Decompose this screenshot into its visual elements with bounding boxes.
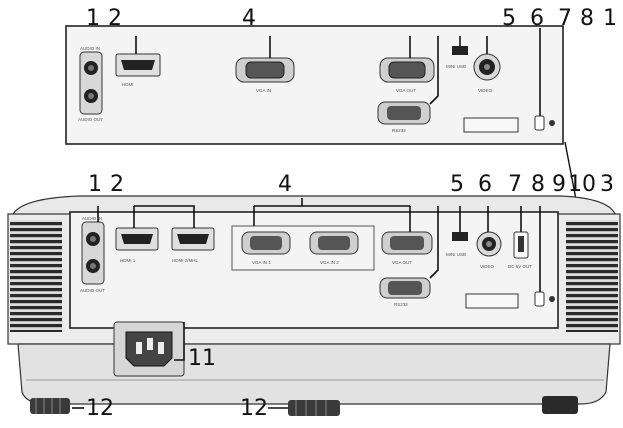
label-audio-in: AUDIO IN	[80, 46, 100, 51]
label-vga-in: VGA IN	[256, 88, 271, 93]
label-mini-usb: MINI USB	[446, 64, 466, 69]
b-callout-12-center: 12	[240, 396, 268, 421]
top-callout-2: 2	[108, 6, 122, 31]
b-callout-12-left: 12	[86, 396, 114, 421]
adjustable-feet	[30, 396, 578, 416]
bottom-leader-lines	[72, 198, 541, 409]
label-vga-out: VGA OUT	[396, 88, 416, 93]
b-lock-icon	[549, 296, 555, 302]
b-callout-1: 1	[88, 172, 102, 197]
b-label-audio-out: AUDIO OUT	[80, 288, 105, 293]
b-callout-10: 10	[568, 172, 596, 197]
b-callout-11: 11	[188, 346, 216, 371]
b-label-mini-usb: MINI USB	[446, 252, 466, 257]
label-rs232: RS232	[392, 128, 406, 133]
b-label-video: VIDEO	[480, 264, 495, 269]
b-callout-3: 3	[600, 172, 614, 197]
top-leader-lines	[135, 28, 541, 116]
top-vga-in-port: VGA IN	[235, 57, 295, 93]
top-blank-plate	[463, 117, 519, 133]
bottom-ports: AUDIO IN AUDIO OUT HDMI 1 HDMI 2/MHL VGA…	[80, 216, 555, 309]
b-label-hdmi1: HDMI 1	[120, 258, 136, 263]
top-hdmi-port: HDMI	[115, 53, 161, 87]
top-lock-icon	[549, 120, 555, 126]
top-callout-7: 7	[558, 6, 572, 31]
top-audio-ports: AUDIO IN AUDIO OUT	[78, 46, 103, 122]
b-label-rs232: RS232	[394, 302, 408, 307]
b-callout-9: 9	[552, 172, 566, 197]
b-callout-5: 5	[450, 172, 464, 197]
b-kensington-slot	[534, 291, 545, 307]
top-video-port: VIDEO	[473, 53, 501, 93]
b-label-vga-out: VGA OUT	[392, 260, 412, 265]
top-callout-4: 4	[242, 6, 256, 31]
top-mini-usb-port: MINI USB	[446, 46, 468, 69]
top-callout-1: 1	[86, 6, 100, 31]
top-rs232-port: RS232	[377, 101, 431, 133]
label-audio-out: AUDIO OUT	[78, 117, 103, 122]
top-callout-1b: 1	[603, 6, 617, 31]
b-callout-4: 4	[278, 172, 292, 197]
b-label-audio-in: AUDIO IN	[82, 216, 102, 221]
left-vent-grille	[10, 220, 62, 332]
right-vent-grille	[566, 220, 618, 332]
top-callout-6: 6	[530, 6, 544, 31]
top-panel: AUDIO IN AUDIO OUT HDMI VGA IN VGA OUT R…	[65, 25, 564, 145]
b-callout-7: 7	[508, 172, 522, 197]
b-label-vga-in2: VGA IN 2	[320, 260, 339, 265]
ac-power-socket	[113, 321, 185, 377]
top-vga-out-port: VGA OUT	[379, 57, 435, 93]
b-label-hdmi2: HDMI 2/MHL	[172, 258, 198, 263]
b-callout-2: 2	[110, 172, 124, 197]
top-callout-8: 8	[580, 6, 594, 31]
label-video: VIDEO	[478, 88, 493, 93]
top-kensington-slot	[534, 115, 545, 131]
label-hdmi: HDMI	[122, 82, 134, 87]
b-callout-6: 6	[478, 172, 492, 197]
b-label-vga-in1: VGA IN 1	[252, 260, 271, 265]
b-label-usb-power: DC 5V OUT	[508, 264, 532, 269]
b-callout-8: 8	[531, 172, 545, 197]
top-callout-5: 5	[502, 6, 516, 31]
